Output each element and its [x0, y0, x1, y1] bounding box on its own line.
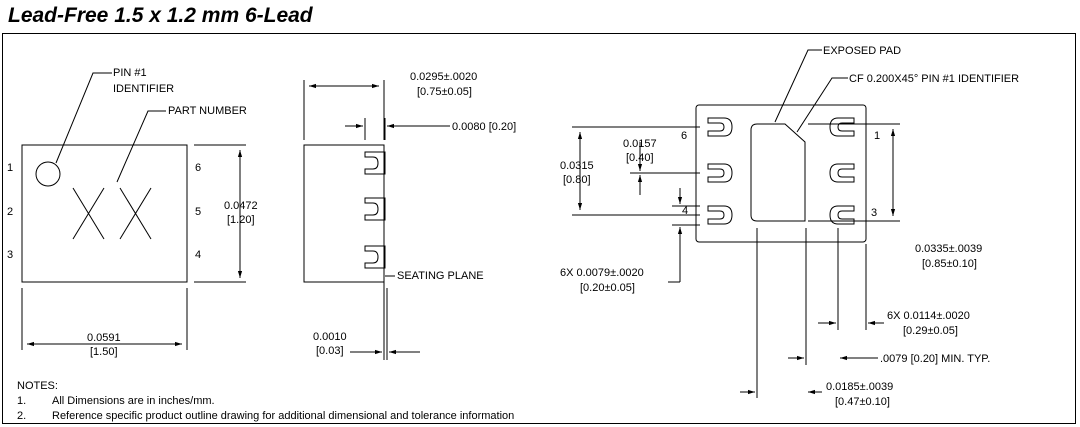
span-mm: [0.80]: [563, 174, 591, 186]
pitch-in: 0.0157: [623, 138, 657, 150]
title-bar: Lead-Free 1.5 x 1.2 mm 6-Lead: [8, 2, 313, 32]
chamfer-label: CF 0.200X45° PIN #1 IDENTIFIER: [849, 73, 1019, 85]
bottom-lead-6: [707, 117, 733, 137]
marking-xx: [72, 187, 152, 240]
bottom-lead-5: [707, 163, 733, 183]
page-title: Lead-Free 1.5 x 1.2 mm 6-Lead: [8, 4, 313, 27]
top-view: [21, 72, 246, 350]
note-2-text: Reference specific product outline drawi…: [52, 410, 514, 422]
pad-width-in: 0.0185±.0039: [826, 381, 893, 393]
bottom-view: [572, 49, 900, 398]
side-lead-3: [364, 245, 386, 269]
standoff-mm: [0.03]: [316, 345, 344, 357]
bottom-lead-2: [829, 163, 855, 183]
pad-width-mm: [0.47±0.10]: [835, 396, 890, 408]
part-number-leader: [116, 110, 166, 183]
side-height-mm: [0.75±0.05]: [417, 86, 472, 98]
lead-length-in: 6X 0.0114±.0020: [887, 310, 970, 322]
top-pin-4: 4: [195, 249, 201, 261]
top-width-mm: [1.50]: [90, 346, 118, 358]
pin1-leader: [55, 72, 112, 164]
side-lead-dim: 0.0080 [0.20]: [452, 121, 516, 133]
span-in: 0.0315: [560, 160, 594, 172]
top-height-mm: [1.20]: [227, 214, 255, 226]
pad-height-mm: [0.85±0.10]: [922, 258, 977, 270]
exposed-pad-label: EXPOSED PAD: [823, 45, 901, 57]
note-2-num: 2.: [17, 410, 26, 422]
top-pin-3: 3: [7, 249, 13, 261]
side-height-in: 0.0295±.0020: [410, 71, 477, 83]
standoff-in: 0.0010: [313, 331, 347, 343]
bottom-pin-3: 3: [871, 207, 877, 219]
bottom-lead-4: [707, 205, 733, 225]
chamfer-leader: [796, 77, 848, 133]
side-lead-1: [364, 151, 386, 175]
bottom-pin-6: 6: [681, 130, 687, 142]
bottom-lead-3: [829, 205, 855, 225]
pad-height-in: 0.0335±.0039: [915, 243, 982, 255]
drawing-frame: [2, 33, 1076, 424]
note-1-num: 1.: [17, 395, 26, 407]
bottom-pin-1: 1: [874, 130, 880, 142]
pin1-label-line1: PIN #1: [113, 67, 147, 79]
seating-plane-label: SEATING PLANE: [397, 270, 484, 282]
top-view-body: [21, 144, 188, 283]
exposed-pad: [750, 123, 806, 222]
top-width-in: 0.0591: [87, 332, 121, 344]
lead-length-mm: [0.29±0.05]: [903, 325, 958, 337]
top-pin-2: 2: [7, 206, 13, 218]
top-pin-5: 5: [195, 206, 201, 218]
min-typ-label: .0079 [0.20] MIN. TYP.: [880, 353, 990, 365]
bottom-pin-4: 4: [682, 205, 688, 217]
side-view-body: [303, 144, 385, 283]
notes-block: NOTES: 1. All Dimensions are in inches/m…: [17, 380, 514, 422]
notes-heading: NOTES:: [17, 380, 58, 392]
top-pin-1: 1: [7, 162, 13, 174]
lead-width-mm: [0.20±0.05]: [580, 282, 635, 294]
side-lead-2: [364, 197, 386, 221]
pitch-mm: [0.40]: [626, 152, 654, 164]
note-1-text: All Dimensions are in inches/mm.: [52, 395, 215, 407]
pin1-dot: [35, 161, 61, 187]
top-height-in: 0.0472: [224, 200, 258, 212]
bottom-lead-1: [829, 117, 855, 137]
lead-width-in: 6X 0.0079±.0020: [560, 267, 644, 279]
pin1-label-line2: IDENTIFIER: [113, 83, 174, 95]
side-view: [303, 80, 450, 360]
exposed-pad-leader: [774, 49, 822, 123]
top-pin-6: 6: [195, 162, 201, 174]
part-number-label: PART NUMBER: [168, 105, 247, 117]
